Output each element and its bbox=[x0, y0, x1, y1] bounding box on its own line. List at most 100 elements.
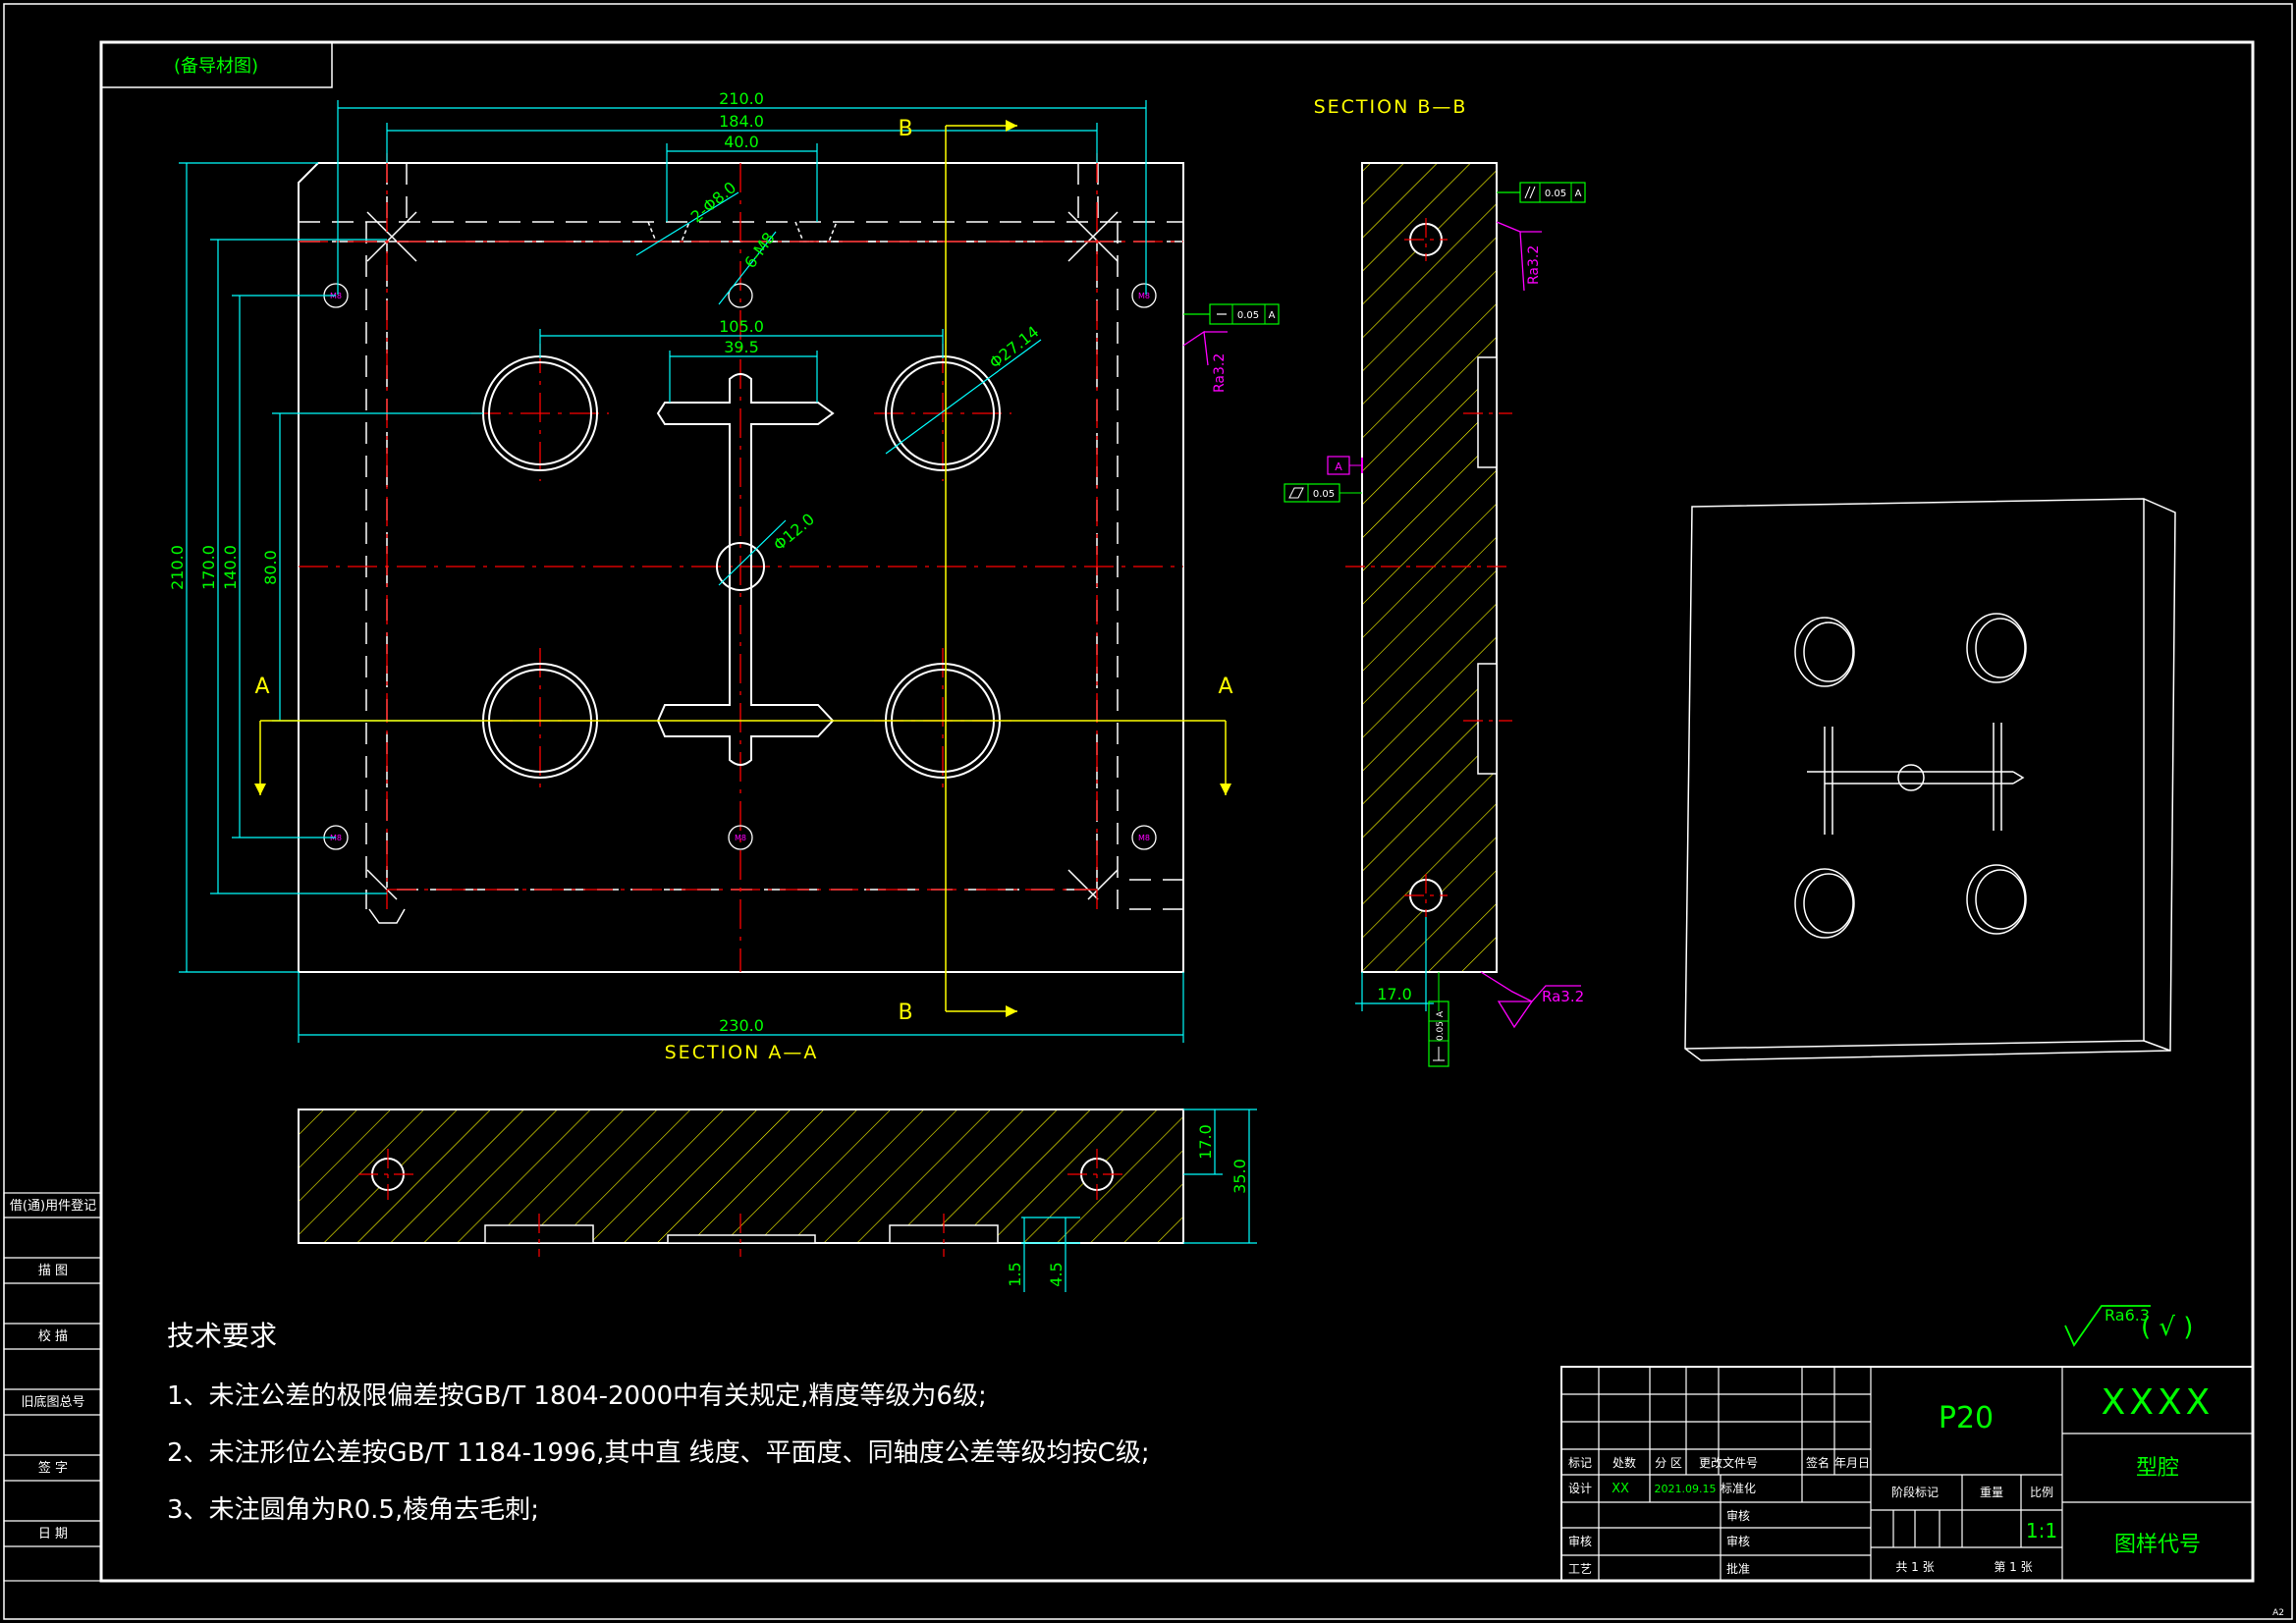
approve-label: 批准 bbox=[1726, 1561, 1750, 1576]
sheet-size: A2 bbox=[2272, 1608, 2284, 1618]
section-b-b-label: SECTION B—B bbox=[1314, 96, 1468, 118]
perp-side: 0.05 A bbox=[1428, 972, 1449, 1067]
col-header-3: 更改文件号 bbox=[1699, 1455, 1758, 1470]
total-sheets: 共 1 张 bbox=[1895, 1560, 1934, 1574]
general-roughness-value: Ra6.3 bbox=[2105, 1306, 2150, 1325]
perp-value: 0.05 bbox=[1436, 1021, 1446, 1041]
section-a-a-label: SECTION A—A bbox=[665, 1042, 819, 1063]
stamp-label: (备导材图) bbox=[174, 56, 258, 77]
dim-140: 140.0 bbox=[221, 545, 240, 590]
general-roughness: Ra6.3 ( √ ) bbox=[2064, 1305, 2193, 1347]
flatness-value: 0.05 bbox=[1313, 489, 1335, 500]
dim-35-sec: 35.0 bbox=[1230, 1159, 1249, 1194]
tol-side-value: 0.05 bbox=[1545, 189, 1566, 199]
flatness-side: 0.05 bbox=[1284, 483, 1362, 503]
section-a-a-view: 17.0 35.0 1.5 4.5 bbox=[298, 1109, 1257, 1292]
other-roughness: ( √ ) bbox=[2141, 1313, 2193, 1342]
cut-a-left: A bbox=[254, 675, 269, 699]
tech-requirements: 技术要求 1、未注公差的极限偏差按GB/T 1804-2000中有关规定,精度等… bbox=[167, 1320, 1150, 1525]
screw-hole-bm bbox=[728, 825, 753, 850]
process-label: 工艺 bbox=[1568, 1562, 1592, 1576]
iso-view bbox=[1684, 498, 2176, 1061]
stamp-box: (备导材图) bbox=[100, 41, 333, 88]
drawing-no: 图样代号 bbox=[2114, 1533, 2201, 1557]
side-label-4: 签 字 bbox=[38, 1460, 68, 1476]
screw-hole-tr bbox=[1131, 283, 1157, 308]
tolerance-side-top: 0.05 A Ra3.2 bbox=[1496, 182, 1586, 292]
audit-label: 审核 bbox=[1568, 1534, 1592, 1548]
scale: 1:1 bbox=[2026, 1519, 2057, 1542]
tol-plan-value: 0.05 bbox=[1237, 310, 1259, 321]
roughness-side-bottom: Ra3.2 bbox=[1480, 971, 1584, 1029]
plan-view: M8 M8 M8 M8 M8 bbox=[168, 89, 1280, 1063]
checker-label: 审核 bbox=[1726, 1534, 1750, 1548]
dim-210-top: 210.0 bbox=[719, 89, 764, 108]
dim-105: 105.0 bbox=[719, 317, 764, 336]
sprue bbox=[716, 542, 765, 591]
designer: XX bbox=[1612, 1482, 1629, 1496]
side-label-5: 日 期 bbox=[38, 1527, 68, 1542]
side-labels: 借(通)用件登记 描 图 校 描 旧底图总号 签 字 日 期 bbox=[10, 1199, 96, 1542]
scale-label: 比例 bbox=[2030, 1486, 2053, 1499]
side-label-1: 描 图 bbox=[38, 1264, 68, 1278]
col-header-1: 处数 bbox=[1613, 1455, 1636, 1470]
design-label: 设计 bbox=[1568, 1482, 1592, 1495]
outer-border bbox=[3, 3, 2293, 1620]
m8-label-tr: M8 bbox=[1138, 292, 1150, 300]
tech-item-1: 1、未注公差的极限偏差按GB/T 1804-2000中有关规定,精度等级为6级; bbox=[167, 1381, 987, 1411]
col-header-4: 签名 bbox=[1806, 1455, 1830, 1470]
review-label: 审核 bbox=[1726, 1508, 1750, 1523]
dim-184: 184.0 bbox=[719, 112, 764, 131]
sheet-no: 第 1 张 bbox=[1994, 1560, 2032, 1574]
dim-17-sec: 17.0 bbox=[1196, 1124, 1215, 1160]
runner-system bbox=[656, 373, 835, 766]
tol-side-datum: A bbox=[1575, 189, 1582, 199]
tech-title: 技术要求 bbox=[167, 1320, 277, 1352]
datum-a-label: A bbox=[1335, 460, 1342, 473]
dim-230: 230.0 bbox=[719, 1016, 764, 1035]
side-label-3: 旧底图总号 bbox=[21, 1394, 84, 1410]
roughness-plan: Ra3.2 bbox=[1182, 330, 1228, 393]
weight-label: 重量 bbox=[1980, 1486, 2003, 1499]
part-name: 型腔 bbox=[2136, 1456, 2179, 1481]
dim-17-side: 17.0 bbox=[1377, 985, 1412, 1003]
tolerance-plan: 0.05 A bbox=[1183, 303, 1280, 325]
dim-40: 40.0 bbox=[724, 133, 759, 151]
design-date: 2021.09.15 bbox=[1655, 1483, 1717, 1495]
side-table bbox=[3, 1192, 102, 1582]
datum-a-side: A bbox=[1327, 456, 1363, 475]
dim-39-5: 39.5 bbox=[724, 338, 759, 356]
col-header-2: 分 区 bbox=[1655, 1456, 1682, 1470]
title-block bbox=[1560, 1366, 2254, 1582]
section-b-b-view: SECTION B—B 0.05 A Ra3.2 bbox=[1284, 96, 1586, 1067]
m8-label-bm: M8 bbox=[735, 834, 746, 842]
col-header-0: 标记 bbox=[1568, 1456, 1592, 1470]
screw-hole-br bbox=[1131, 825, 1157, 850]
stage-mark: 阶段标记 bbox=[1891, 1485, 1939, 1499]
dim-phi12: Φ12.0 bbox=[770, 510, 818, 555]
dim-210-left: 210.0 bbox=[168, 545, 187, 590]
roughness-side-bottom-text: Ra3.2 bbox=[1542, 988, 1584, 1005]
tol-plan-datum: A bbox=[1269, 310, 1276, 321]
dim-phi8: 2-Φ8.0 bbox=[687, 178, 740, 226]
roughness-side-top: Ra3.2 bbox=[1526, 245, 1542, 285]
name-code: XXXX bbox=[2102, 1382, 2214, 1423]
roughness-plan-text: Ra3.2 bbox=[1212, 353, 1228, 393]
dim-4-5: 4.5 bbox=[1047, 1262, 1066, 1286]
cut-b-bottom: B bbox=[898, 1001, 912, 1025]
side-label-0: 借(通)用件登记 bbox=[10, 1199, 96, 1214]
material: P20 bbox=[1939, 1401, 1994, 1435]
tech-item-2: 2、未注形位公差按GB/T 1184-1996,其中直 线度、平面度、同轴度公差… bbox=[167, 1438, 1150, 1468]
dim-80: 80.0 bbox=[261, 550, 280, 585]
side-label-2: 校 描 bbox=[38, 1328, 68, 1344]
m8-label-br: M8 bbox=[1138, 834, 1150, 842]
tech-item-3: 3、未注圆角为R0.5,棱角去毛刺; bbox=[167, 1495, 539, 1525]
dim-phi27: Φ27.14 bbox=[986, 322, 1043, 372]
perp-datum: A bbox=[1436, 1010, 1446, 1017]
col-header-5: 年月日 bbox=[1834, 1456, 1870, 1470]
standardize-label: 标准化 bbox=[1721, 1482, 1756, 1495]
cut-b-top: B bbox=[898, 117, 912, 141]
cut-a-right: A bbox=[1218, 675, 1232, 699]
inner-border bbox=[99, 40, 2255, 1583]
